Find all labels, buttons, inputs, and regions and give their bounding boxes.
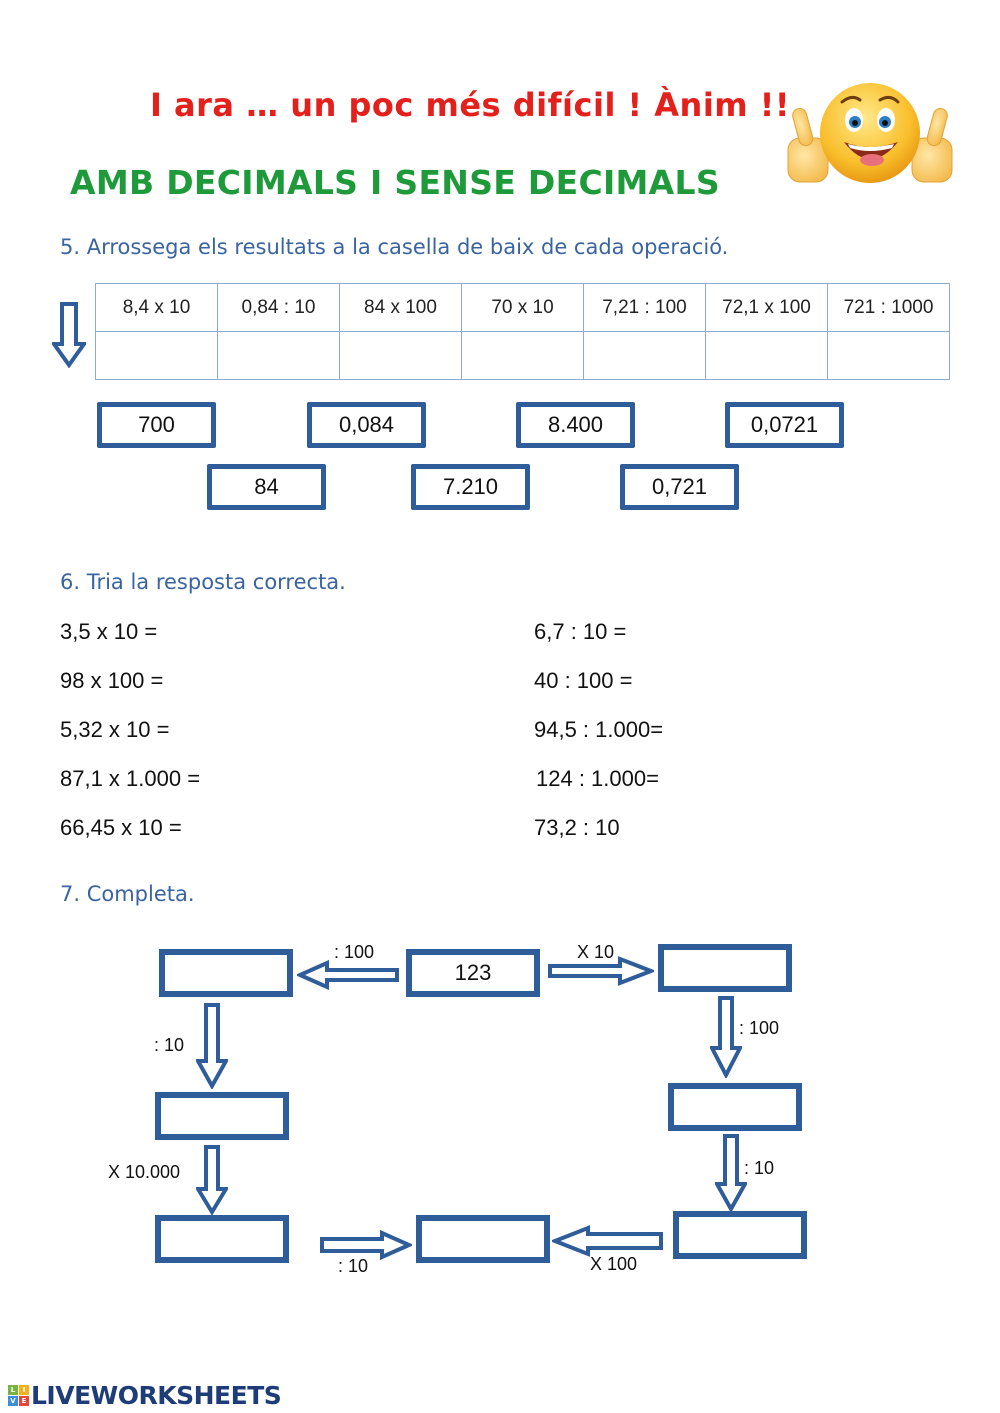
answer-drop-slot[interactable] bbox=[705, 331, 828, 380]
operation-label: : 10 bbox=[338, 1256, 369, 1276]
equation-right: 124 : 1.000= bbox=[536, 766, 659, 791]
answer-drop-slot[interactable] bbox=[95, 331, 218, 380]
operation-cell: 70 x 10 bbox=[461, 283, 584, 332]
draggable-result[interactable]: 84 bbox=[207, 464, 326, 510]
equation-left: 3,5 x 10 = bbox=[60, 619, 158, 644]
answer-drop-slot[interactable] bbox=[827, 331, 950, 380]
answer-drop-slot[interactable] bbox=[339, 331, 462, 380]
thumbs-up-smiley-icon bbox=[787, 83, 953, 183]
answer-row bbox=[95, 331, 950, 380]
worksheet-subtitle: I ara … un poc més difícil ! Ànim !! bbox=[150, 86, 790, 124]
draggable-result[interactable]: 0,0721 bbox=[725, 402, 844, 448]
operation-cell: 8,4 x 10 bbox=[95, 283, 218, 332]
operation-label: : 100 bbox=[334, 942, 375, 962]
right-arrow-icon bbox=[548, 956, 654, 986]
equation-left: 5,32 x 10 = bbox=[60, 717, 170, 742]
logo-letter: E bbox=[19, 1396, 29, 1406]
operation-label: X 100 bbox=[590, 1254, 638, 1274]
brand-name: LIVEWORKSHEETS bbox=[31, 1381, 282, 1410]
operation-label: X 10.000 bbox=[108, 1162, 181, 1182]
logo-letter: L bbox=[8, 1385, 18, 1395]
flow-box-mid-right[interactable] bbox=[668, 1083, 802, 1131]
right-arrow-icon bbox=[320, 1230, 412, 1260]
down-arrow-icon bbox=[715, 1134, 747, 1212]
flow-box-top-right[interactable] bbox=[658, 944, 792, 992]
operation-cell: 84 x 100 bbox=[339, 283, 462, 332]
flow-box-bottom-mid[interactable] bbox=[416, 1215, 550, 1263]
answer-drop-slot[interactable] bbox=[583, 331, 706, 380]
flow-box-top-left[interactable] bbox=[159, 949, 293, 997]
equation-right: 73,2 : 10 bbox=[534, 815, 620, 840]
exercise-7-heading: 7. Completa. bbox=[60, 882, 195, 906]
down-arrow-icon bbox=[52, 302, 86, 368]
flow-box-start: 123 bbox=[406, 949, 540, 997]
live-logo-icon: L I V E bbox=[8, 1385, 29, 1406]
draggable-result[interactable]: 700 bbox=[97, 402, 216, 448]
operation-label: : 10 bbox=[154, 1035, 185, 1055]
draggable-result[interactable]: 0,721 bbox=[620, 464, 739, 510]
operation-label: : 100 bbox=[739, 1018, 780, 1038]
equation-right: 6,7 : 10 = bbox=[534, 619, 627, 644]
operation-label: X 10 bbox=[577, 942, 615, 962]
worksheet-title: AMB DECIMALS I SENSE DECIMALS bbox=[70, 163, 720, 202]
logo-letter: I bbox=[19, 1385, 29, 1395]
flow-box-bottom-left[interactable] bbox=[155, 1215, 289, 1263]
operation-cell: 7,21 : 100 bbox=[583, 283, 706, 332]
draggable-result[interactable]: 7.210 bbox=[411, 464, 530, 510]
exercise-6-heading: 6. Tria la resposta correcta. bbox=[60, 570, 346, 594]
operations-row: 8,4 x 10 0,84 : 10 84 x 100 70 x 10 7,21… bbox=[95, 283, 950, 332]
answer-drop-slot[interactable] bbox=[461, 331, 584, 380]
operation-cell: 0,84 : 10 bbox=[217, 283, 340, 332]
down-arrow-icon bbox=[196, 1145, 228, 1215]
down-arrow-icon bbox=[710, 996, 742, 1078]
operation-cell: 72,1 x 100 bbox=[705, 283, 828, 332]
equation-left: 87,1 x 1.000 = bbox=[60, 766, 201, 791]
logo-letter: V bbox=[8, 1396, 18, 1406]
liveworksheets-logo: L I V E LIVEWORKSHEETS bbox=[8, 1381, 282, 1410]
answer-drop-slot[interactable] bbox=[217, 331, 340, 380]
down-arrow-icon bbox=[196, 1003, 228, 1089]
draggable-result[interactable]: 0,084 bbox=[307, 402, 426, 448]
exercise-5-heading: 5. Arrossega els resultats a la casella … bbox=[60, 235, 729, 259]
operation-cell: 721 : 1000 bbox=[827, 283, 950, 332]
equation-left: 98 x 100 = bbox=[60, 668, 164, 693]
left-arrow-icon bbox=[552, 1225, 663, 1257]
left-arrow-icon bbox=[297, 960, 399, 990]
equation-left: 66,45 x 10 = bbox=[60, 815, 182, 840]
flow-box-bottom-right[interactable] bbox=[673, 1211, 807, 1259]
draggable-result[interactable]: 8.400 bbox=[516, 402, 635, 448]
equation-right: 94,5 : 1.000= bbox=[534, 717, 664, 742]
equation-right: 40 : 100 = bbox=[534, 668, 633, 693]
flow-box-mid-left[interactable] bbox=[155, 1092, 289, 1140]
operation-label: : 10 bbox=[744, 1158, 775, 1178]
operations-table: 8,4 x 10 0,84 : 10 84 x 100 70 x 10 7,21… bbox=[95, 283, 950, 380]
